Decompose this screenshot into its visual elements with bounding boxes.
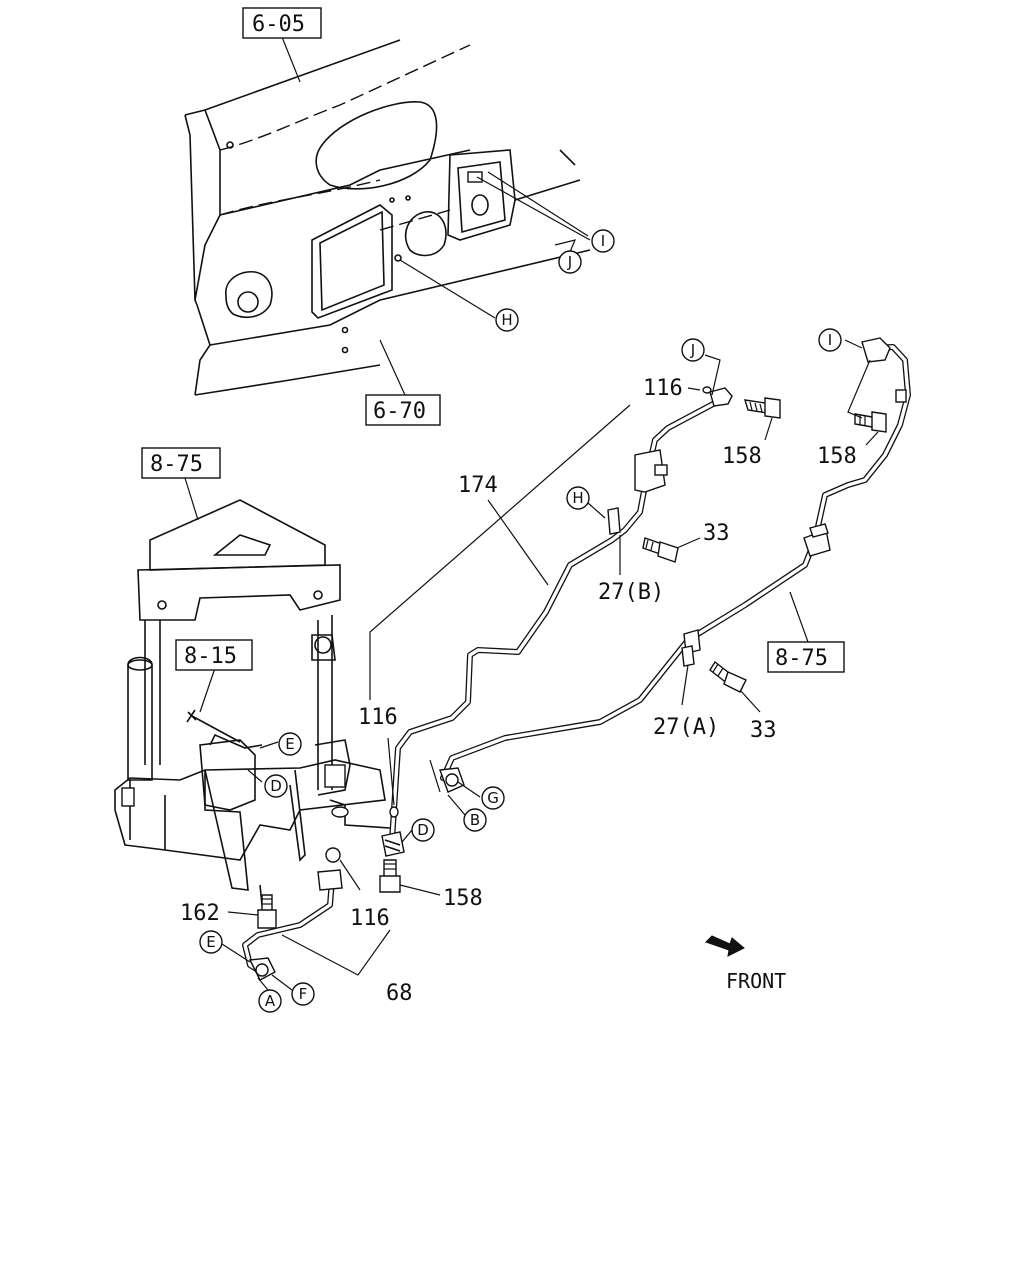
svg-text:H: H <box>501 311 512 329</box>
callout-D-mid: D <box>411 818 435 842</box>
svg-text:I: I <box>601 232 605 250</box>
svg-text:H: H <box>572 489 583 507</box>
ref-8-15-label: 8-15 <box>184 644 237 669</box>
callout-J-top: J <box>558 250 582 274</box>
callout-I-right: I <box>818 328 842 352</box>
part-158-a: 158 <box>722 444 762 469</box>
ref-8-75-left-label: 8-75 <box>150 452 203 477</box>
svg-text:I: I <box>828 331 832 349</box>
ref-6-70-label: 6-70 <box>373 399 426 424</box>
bolt-8-15-icon <box>186 709 263 749</box>
svg-text:F: F <box>299 985 308 1003</box>
callout-E-frame: E <box>278 732 302 756</box>
part-33-b: 33 <box>750 718 777 743</box>
part-116-low: 116 <box>350 906 390 931</box>
leader-lines <box>184 36 879 991</box>
pipe-174 <box>389 394 725 843</box>
callout-H-mid: H <box>566 486 590 510</box>
part-116-top: 116 <box>643 376 683 401</box>
front-label: FRONT <box>726 969 786 993</box>
bolt-162-icon <box>257 894 277 929</box>
ref-box-8-75-right[interactable]: 8-75 <box>767 641 845 673</box>
frame-assembly-drawing <box>114 499 391 891</box>
callout-A: A <box>258 989 282 1013</box>
pipe-8-75 <box>440 344 911 781</box>
svg-text:J: J <box>690 341 695 359</box>
part-162: 162 <box>180 901 220 926</box>
ref-8-75-right-label: 8-75 <box>775 646 828 671</box>
part-158-b: 158 <box>817 444 857 469</box>
bolt-158-b-icon <box>854 411 887 433</box>
callout-G: G <box>481 786 505 810</box>
svg-text:E: E <box>285 735 294 753</box>
cab-panel-drawing <box>184 39 591 396</box>
front-arrow-icon <box>705 935 745 957</box>
part-174: 174 <box>458 473 498 498</box>
svg-text:E: E <box>206 933 215 951</box>
svg-text:A: A <box>265 992 276 1010</box>
pipe-68 <box>242 877 335 973</box>
part-27-b: 27(B) <box>598 580 664 605</box>
part-116-mid: 116 <box>358 705 398 730</box>
callout-F: F <box>291 982 315 1006</box>
svg-text:D: D <box>270 777 282 795</box>
callout-E-bottom: E <box>199 930 223 954</box>
bolt-33-a-icon <box>642 537 679 563</box>
callout-D-frame: D <box>264 774 288 798</box>
svg-text:G: G <box>487 789 499 807</box>
ref-6-05-label: 6-05 <box>252 12 305 37</box>
bolt-158-a-icon <box>744 397 781 419</box>
part-158-low: 158 <box>443 886 483 911</box>
ref-box-8-75-left[interactable]: 8-75 <box>141 447 221 479</box>
callout-B: B <box>463 808 487 832</box>
part-68: 68 <box>386 981 413 1006</box>
svg-text:B: B <box>470 811 480 829</box>
bolt-158-low-icon <box>379 859 401 893</box>
svg-text:J: J <box>567 253 572 271</box>
ref-box-6-70[interactable]: 6-70 <box>365 394 441 426</box>
part-27-a: 27(A) <box>653 715 719 740</box>
callout-I-top: I <box>591 229 615 253</box>
svg-text:D: D <box>417 821 429 839</box>
callout-J-mid: J <box>681 338 705 362</box>
part-33-a: 33 <box>703 521 730 546</box>
fittings <box>248 337 907 981</box>
ref-box-8-15[interactable]: 8-15 <box>175 639 253 671</box>
ref-box-6-05[interactable]: 6-05 <box>242 7 322 39</box>
callout-H-top: H <box>495 308 519 332</box>
bolt-33-b-icon <box>709 660 747 693</box>
